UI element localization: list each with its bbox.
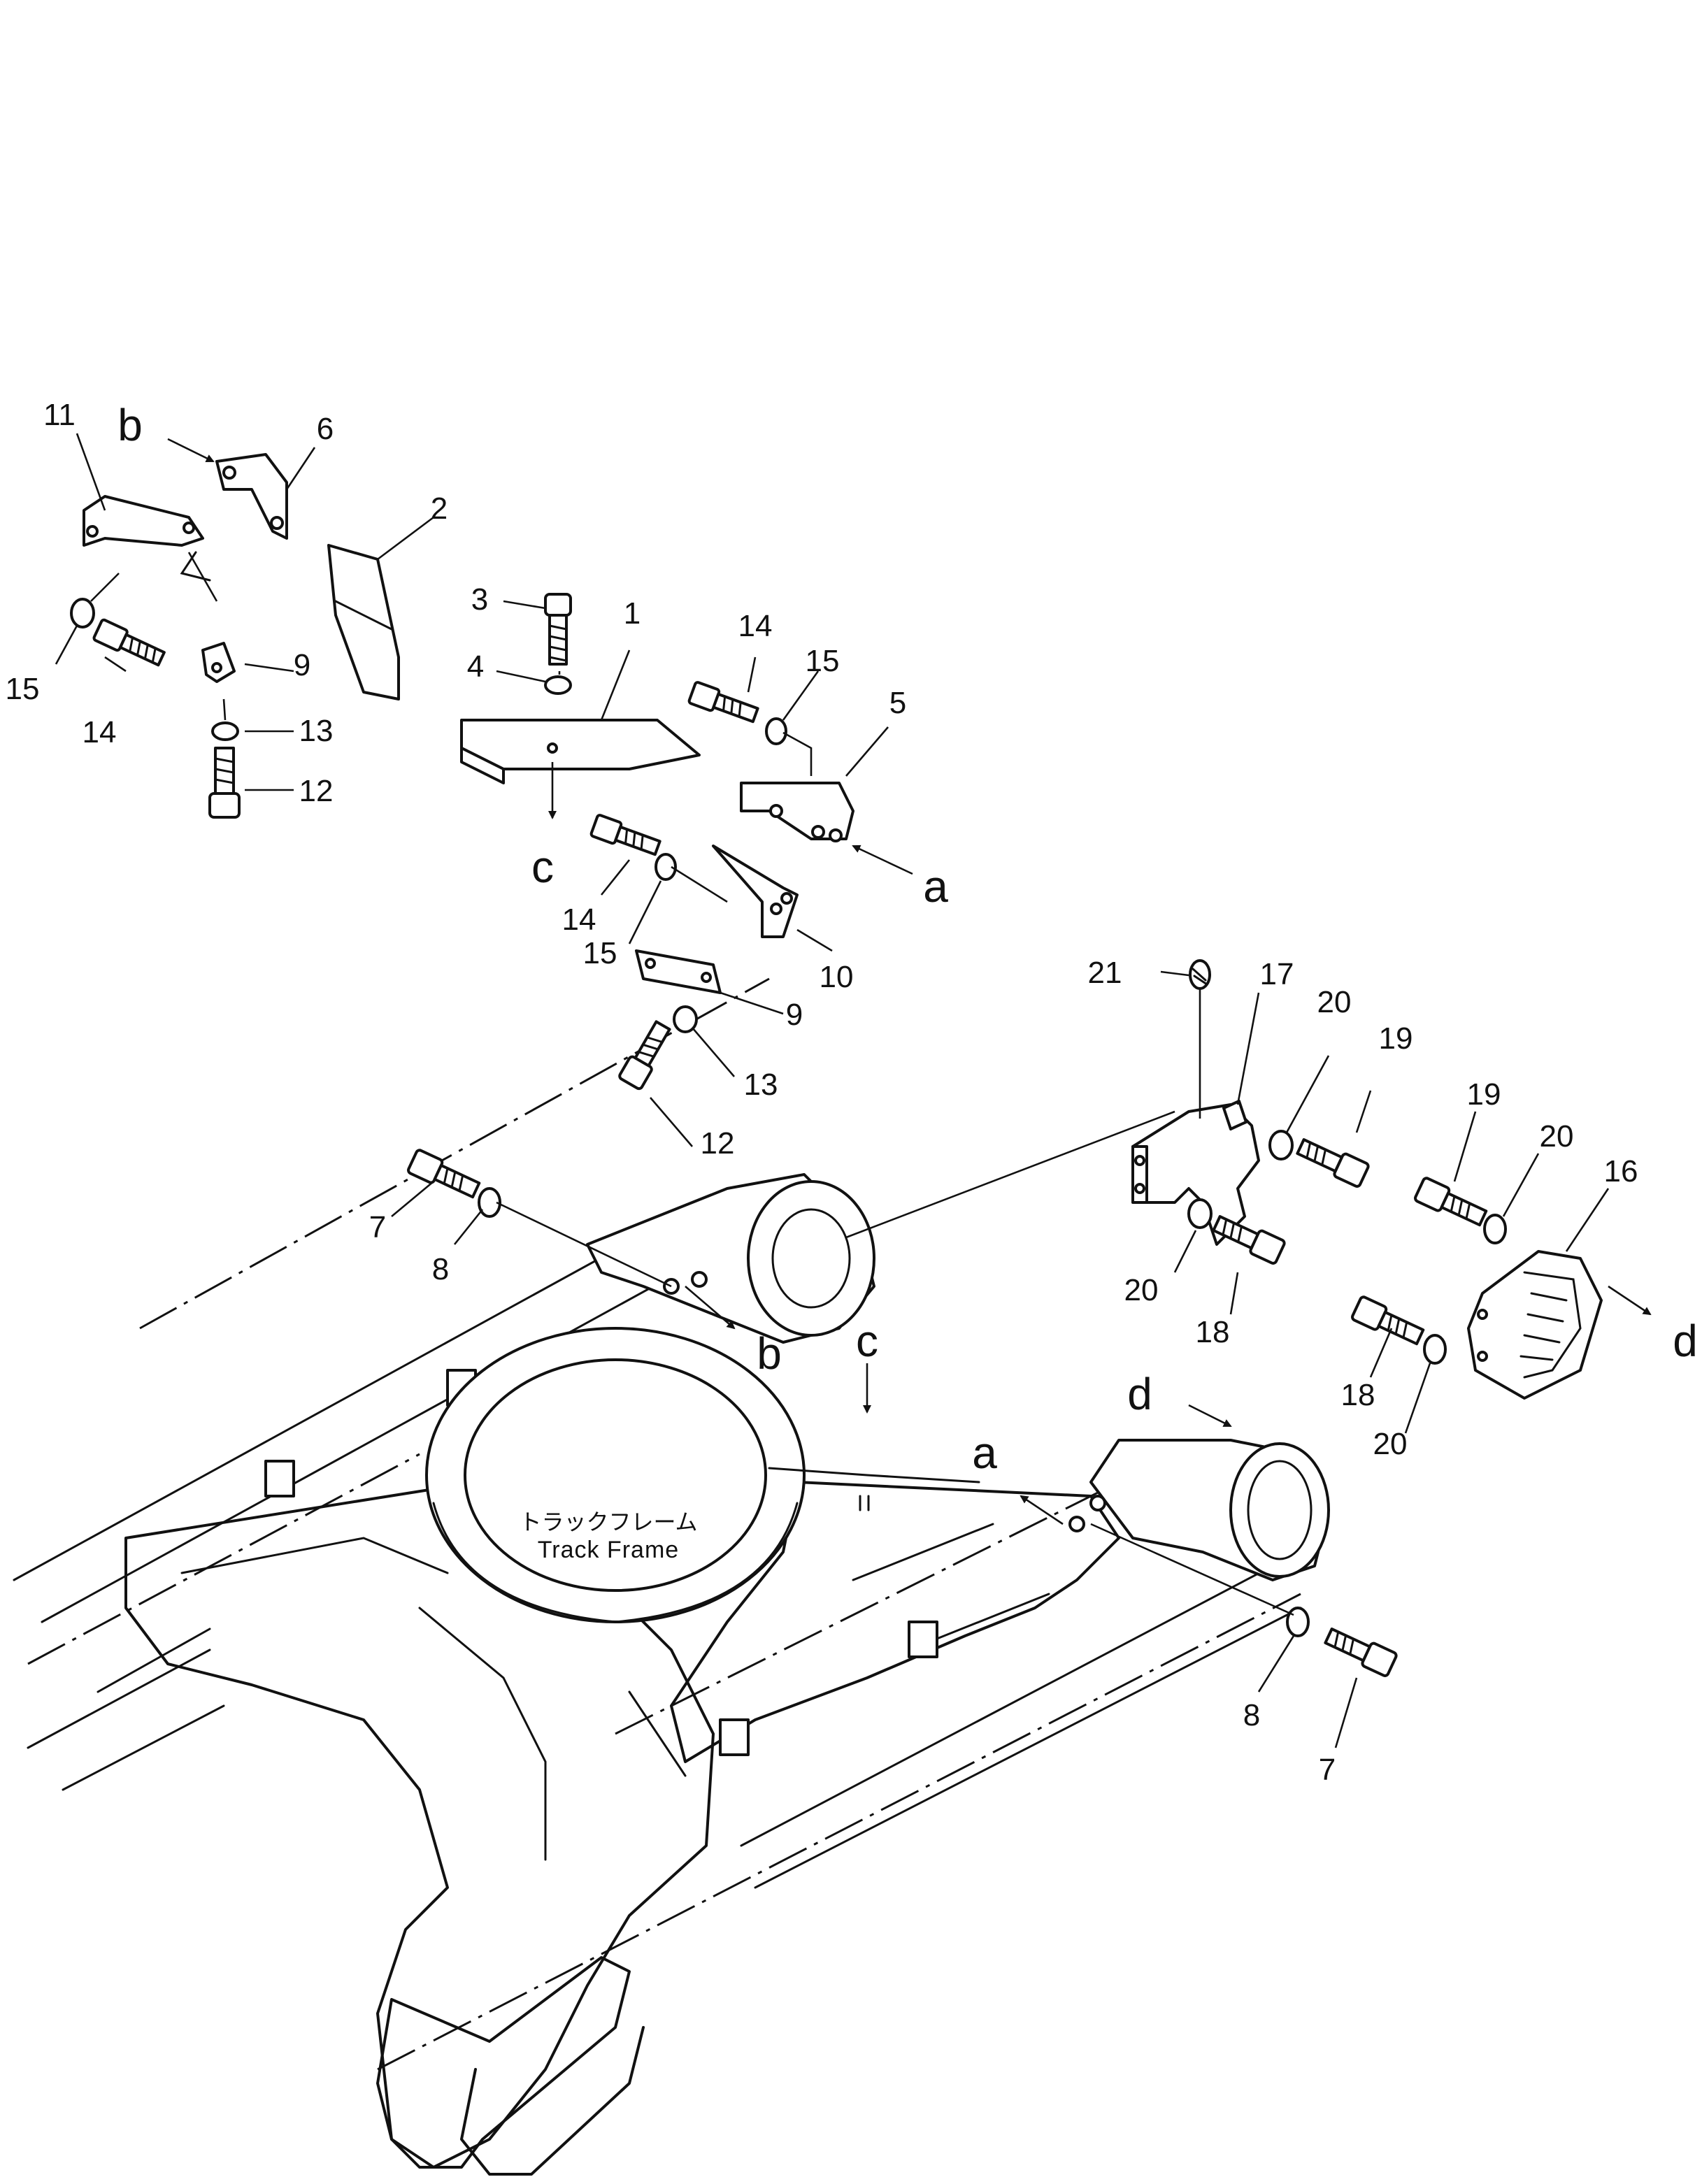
label-15-left: 15 [6,672,40,706]
label-10: 10 [820,960,854,994]
label-7-upper: 7 [369,1210,386,1244]
part-17-plate [1131,1100,1260,1246]
label-14-center: 14 [562,903,596,937]
ref-letter-b-top: b [117,400,143,450]
label-12-left: 12 [299,774,334,808]
label-13-center: 13 [744,1068,778,1102]
part-6-bracket [215,453,288,540]
ref-letter-a-frame: a [972,1428,997,1478]
label-19-a: 19 [1379,1021,1413,1056]
part-7-bolt-upper [407,1149,481,1199]
label-13-left: 13 [299,714,334,748]
label-2: 2 [431,491,448,526]
label-3: 3 [471,582,488,617]
label-8-upper: 8 [432,1252,449,1286]
label-1: 1 [624,596,641,631]
label-18-a: 18 [1196,1315,1230,1349]
ref-letter-c-frame: c [856,1316,878,1366]
ref-letter-c-top: c [531,842,554,892]
label-11: 11 [43,398,76,432]
part-14-bolt-mid [687,681,759,724]
part-20-washer-c [1483,1214,1507,1244]
label-12-center: 12 [701,1126,735,1161]
part-7-bolt-lower [1324,1628,1398,1677]
part-1-cover-plate [460,719,701,784]
part-8-washer-lower [1286,1607,1310,1637]
label-5: 5 [889,686,906,720]
track-frame-ring [425,1327,806,1623]
label-7-lower: 7 [1319,1753,1336,1787]
part-13-washer-center [673,1005,698,1033]
part-8-washer-upper [478,1187,501,1218]
label-14-left: 14 [83,715,117,749]
part-14-bolt-center [589,814,662,856]
label-8-lower: 8 [1243,1698,1260,1732]
part-19-bolt-b [1414,1177,1488,1227]
part-21-plug [1189,959,1211,990]
part-15-washer-mid [765,717,787,745]
label-19-b: 19 [1467,1077,1501,1112]
rear-housing [586,1173,875,1344]
part-18-bolt-b [1351,1295,1425,1346]
part-13-washer-left [211,721,239,741]
part-16-cover [1467,1250,1603,1400]
final-drive-housing [1068,1439,1330,1581]
ref-letter-a-top: a [923,861,948,912]
label-18-b: 18 [1341,1378,1375,1412]
label-14-mid: 14 [738,609,773,643]
label-20-a: 20 [1317,985,1352,1019]
label-16: 16 [1604,1154,1638,1188]
ref-letter-d-cover: d [1673,1316,1698,1366]
label-20-b: 20 [1124,1273,1159,1307]
part-18-bolt-a [1212,1215,1286,1265]
part-15-washer-center [655,853,677,881]
label-9-left: 9 [294,648,310,682]
label-15-mid: 15 [806,644,840,678]
part-14-bolt-left [92,618,166,667]
label-9-center: 9 [786,998,803,1032]
part-15-washer-left [70,598,95,628]
part-2-cover [327,544,400,701]
track-frame-label-jp: トラックフレーム [519,1509,697,1535]
part-9-plate-left [201,642,236,683]
part-20-washer-d [1423,1334,1447,1365]
part-10-bracket [712,845,799,938]
label-20-d: 20 [1373,1427,1408,1461]
part-9-plate-center [635,949,722,994]
track-frame-label-en: Track Frame [538,1537,679,1563]
part-19-bolt-a [1296,1138,1370,1188]
ref-letter-d-frame: d [1127,1369,1152,1419]
part-12-bolt-center [618,1020,671,1091]
label-6: 6 [317,412,334,446]
part-3-bolt [544,593,572,666]
label-15-center: 15 [583,936,617,970]
label-17: 17 [1260,957,1294,991]
label-4: 4 [467,649,484,684]
label-21: 21 [1088,956,1122,990]
part-4-washer [544,675,572,695]
part-20-washer-a [1268,1130,1294,1161]
part-11-bracket [83,495,211,582]
part-12-bolt-left [208,747,241,819]
part-5-bracket [740,782,854,842]
label-20-c: 20 [1540,1119,1574,1154]
ref-letter-b-frame: b [757,1328,782,1379]
part-20-washer-b [1187,1198,1213,1229]
